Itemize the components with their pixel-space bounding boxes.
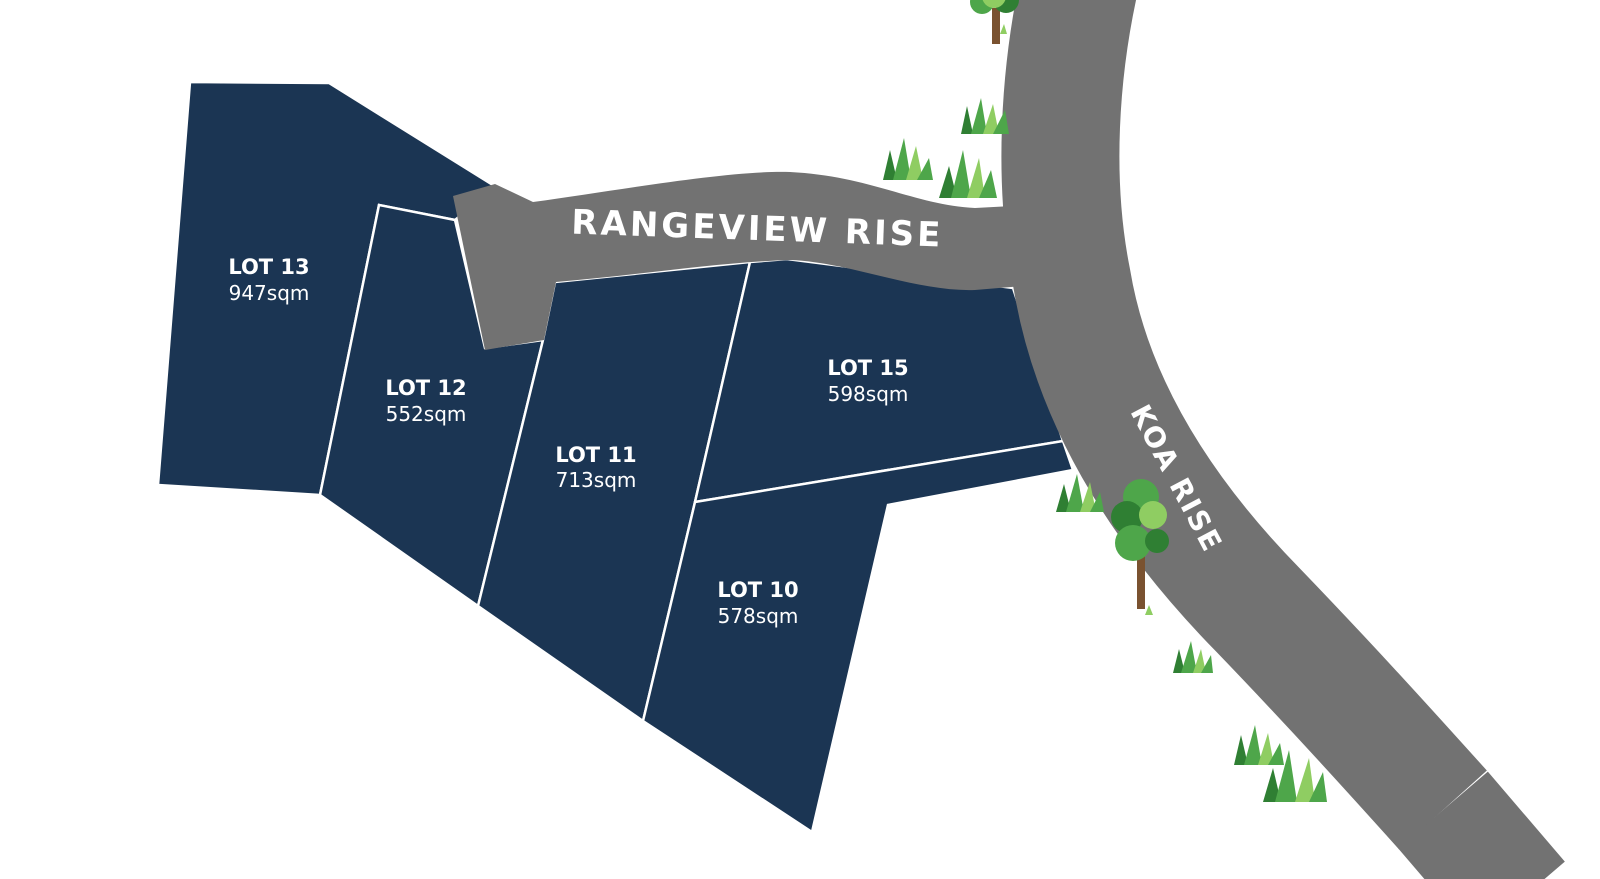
lot-10-name: LOT 10: [717, 578, 798, 602]
lot-labels-layer: LOT 13 947sqm LOT 12 552sqm LOT 11 713sq…: [228, 255, 908, 628]
bush-icon: [961, 98, 1009, 134]
rangeview-rise-road: [453, 171, 1035, 350]
lot-11-area: 713sqm: [556, 468, 637, 492]
bush-icon: [1234, 725, 1284, 765]
lot-15-area: 598sqm: [828, 382, 909, 406]
lot-12-name: LOT 12: [385, 376, 466, 400]
tree-icon: [970, 0, 1019, 44]
bush-icon: [1056, 474, 1104, 512]
lot-15-name: LOT 15: [827, 356, 908, 380]
lots-layer: [156, 80, 1075, 835]
bush-icon: [883, 138, 933, 180]
lot-13-area: 947sqm: [229, 281, 310, 305]
bush-icon: [1173, 641, 1213, 673]
lot-13-name: LOT 13: [228, 255, 309, 279]
koa-rise-road: [1001, 0, 1487, 850]
bush-icon: [1263, 750, 1327, 802]
bush-icon: [939, 150, 997, 198]
lot-12-area: 552sqm: [386, 402, 467, 426]
roads-layer: RANGEVIEW RISE KOA RISE: [453, 0, 1565, 879]
vegetation-layer: [883, 0, 1327, 802]
lot-10-area: 578sqm: [718, 604, 799, 628]
koa-rise-road-end: [1398, 771, 1565, 879]
lot-11-name: LOT 11: [555, 443, 636, 467]
tree-icon: [1111, 479, 1169, 615]
